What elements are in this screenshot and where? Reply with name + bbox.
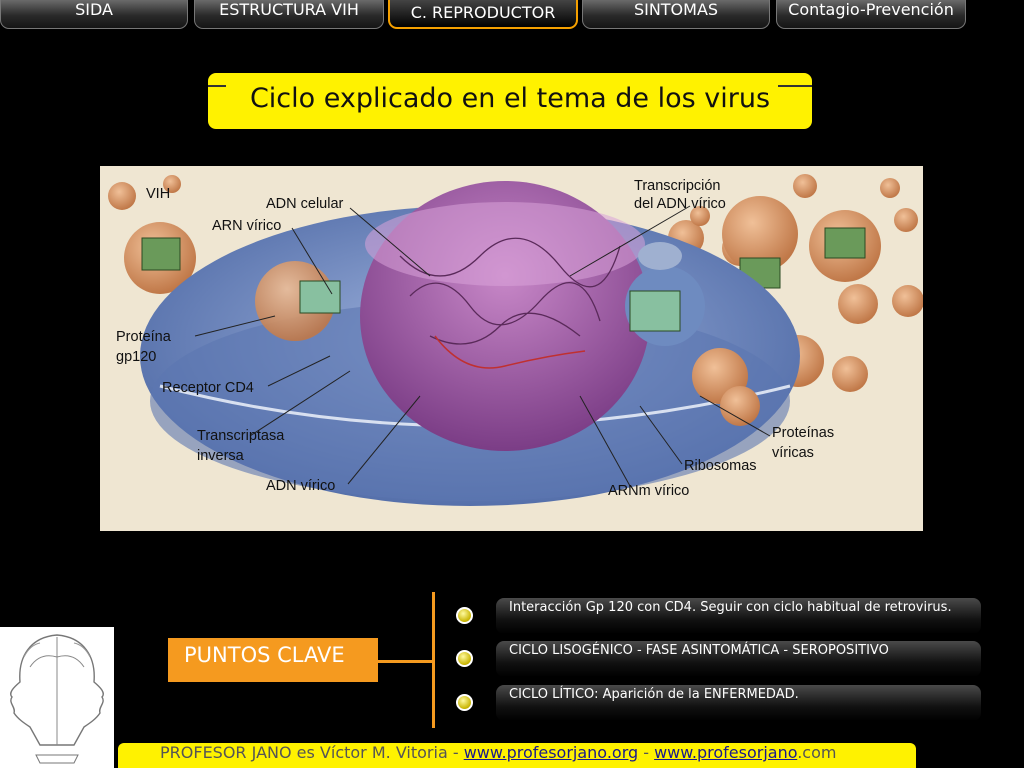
label-transcriptasa-1: Transcriptasa xyxy=(197,428,285,444)
label-adn-virico: ADN vírico xyxy=(266,478,335,494)
label-ribosomas: Ribosomas xyxy=(684,458,757,474)
footer-credits: PROFESOR JANO es Víctor M. Vitoria - www… xyxy=(118,743,916,768)
label-vih: VIH xyxy=(146,186,170,202)
tab-contagio-prevencion[interactable]: Contagio-Prevención xyxy=(776,0,966,29)
key-point-3: CICLO LÍTICO: Aparición de la ENFERMEDAD… xyxy=(496,685,981,721)
label-proteina-2: gp120 xyxy=(116,349,156,365)
leader-lines xyxy=(194,205,771,487)
label-proteinas-1: Proteínas xyxy=(772,425,834,441)
label-transcripcion-2: del ADN vírico xyxy=(634,196,726,212)
title-banner: Ciclo explicado en el tema de los virus xyxy=(208,73,812,129)
footer-separator: - xyxy=(638,743,655,762)
hiv-cycle-diagram: VIH ADN celular ARN vírico Transcripción… xyxy=(100,166,923,531)
footer-link-com[interactable]: www.profesorjano xyxy=(654,743,798,762)
key-point-1: Interacción Gp 120 con CD4. Seguir con c… xyxy=(496,598,981,634)
label-adn-celular: ADN celular xyxy=(266,196,344,212)
tab-sintomas[interactable]: SINTOMAS xyxy=(582,0,770,29)
puntos-clave-label: PUNTOS CLAVE xyxy=(168,638,378,682)
tab-c-reproductor[interactable]: C. REPRODUCTOR xyxy=(388,0,578,29)
label-arn-virico: ARN vírico xyxy=(212,218,281,234)
footer-link-com-tail: .com xyxy=(797,743,837,762)
label-arnm-virico: ARNm vírico xyxy=(608,483,689,499)
footer-link-org[interactable]: www.profesorjano.org xyxy=(463,743,639,762)
page-title: Ciclo explicado en el tema de los virus xyxy=(249,83,771,114)
hiv-cycle-illustration: VIH ADN celular ARN vírico Transcripción… xyxy=(108,174,923,506)
connector-vertical xyxy=(432,592,435,728)
key-point-2: CICLO LISOGÉNICO - FASE ASINTOMÁTICA - S… xyxy=(496,641,981,677)
tab-estructura-vih[interactable]: ESTRUCTURA VIH xyxy=(194,0,384,29)
janus-logo-image xyxy=(0,627,114,768)
label-proteina-1: Proteína xyxy=(116,329,172,345)
connector-horizontal xyxy=(378,660,434,663)
tab-sida[interactable]: SIDA xyxy=(0,0,188,29)
label-proteinas-2: víricas xyxy=(772,445,814,461)
label-receptor-cd4: Receptor CD4 xyxy=(162,380,254,396)
footer-prefix: PROFESOR JANO es Víctor M. Vitoria - xyxy=(160,743,464,762)
bullet-icon xyxy=(456,650,473,667)
janus-icon xyxy=(10,634,104,764)
bullet-icon xyxy=(456,607,473,624)
bullet-icon xyxy=(456,694,473,711)
label-transcriptasa-2: inversa xyxy=(197,448,245,464)
label-transcripcion-1: Transcripción xyxy=(634,178,721,194)
